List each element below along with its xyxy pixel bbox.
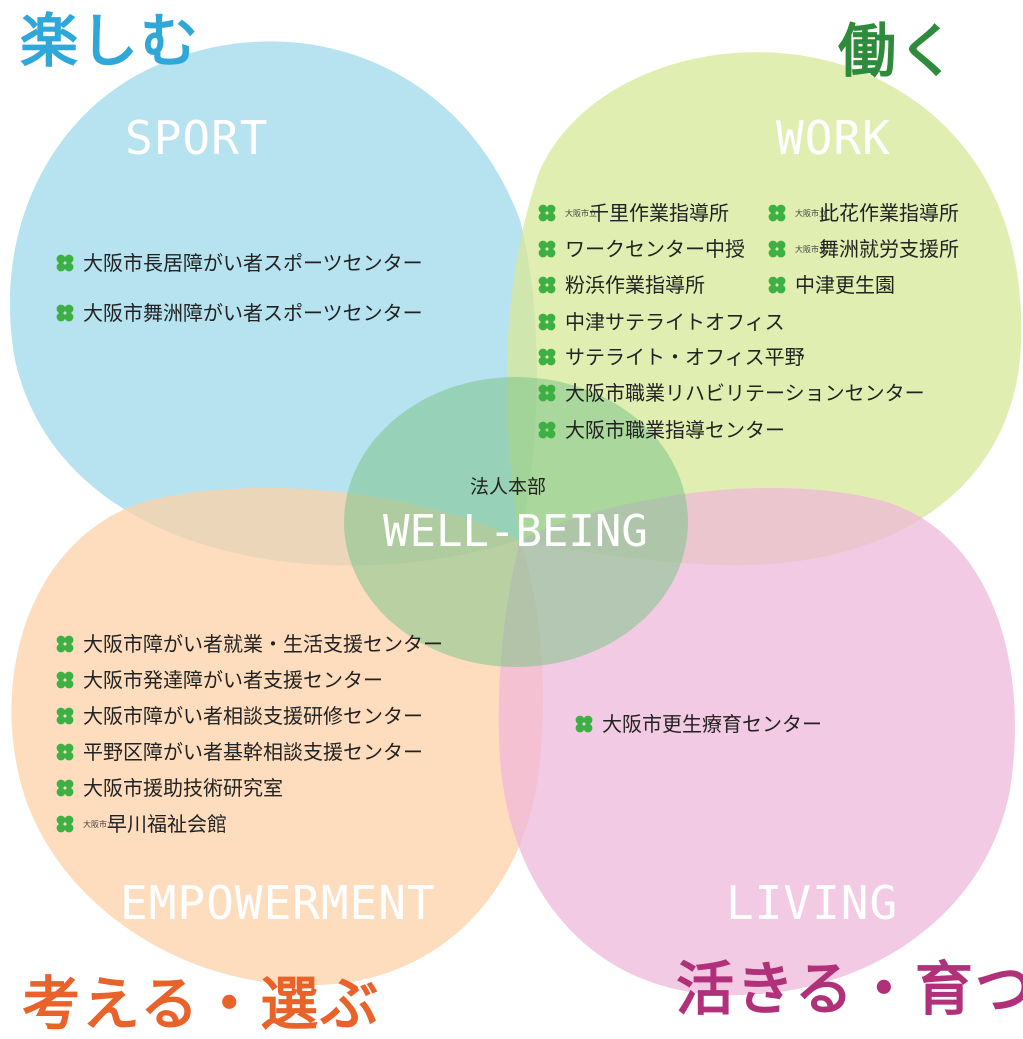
item-text: 大阪市発達障がい者支援センター	[83, 668, 383, 692]
center-label: WELL-BEING	[383, 506, 648, 557]
clover-icon	[538, 204, 556, 222]
list-item: 大阪市発達障がい者支援センター	[55, 670, 383, 690]
item-text: 大阪市職業リハビリテーションセンター	[565, 381, 925, 405]
item-text: 舞洲就労支援所	[819, 237, 959, 261]
clover-icon	[575, 715, 593, 733]
work-label: WORK	[776, 111, 891, 165]
item-text: 大阪市舞洲障がい者スポーツセンター	[83, 301, 423, 325]
municipal-tag: 大阪市立	[565, 208, 597, 218]
item-text: 大阪市障がい者就業・生活支援センター	[83, 632, 443, 656]
item-text: 千里作業指導所	[589, 201, 729, 225]
item-text: 早川福祉会館	[107, 812, 227, 836]
list-item: 大阪市舞洲障がい者スポーツセンター	[55, 303, 423, 323]
item-text: 大阪市更生療育センター	[602, 712, 822, 736]
clover-icon	[538, 384, 556, 402]
item-text: 大阪市援助技術研究室	[83, 776, 283, 800]
list-item: サテライト・オフィス平野	[537, 347, 805, 367]
list-item: 大阪市立 舞洲就労支援所	[767, 239, 959, 259]
living-heading: 活きる・育つ	[676, 955, 1023, 1023]
clover-icon	[538, 276, 556, 294]
list-item: 大阪市長居障がい者スポーツセンター	[55, 253, 423, 273]
clover-icon	[538, 313, 556, 331]
item-text: 大阪市長居障がい者スポーツセンター	[83, 251, 423, 275]
item-text: 中津サテライトオフィス	[565, 310, 785, 334]
list-item: 中津更生園	[767, 275, 895, 295]
center-title: 法人本部	[470, 476, 547, 498]
list-item: 大阪市立 千里作業指導所	[537, 203, 729, 223]
municipal-tag: 大阪市立	[83, 819, 115, 829]
list-item: ワークセンター中授	[537, 239, 745, 259]
list-item: 平野区障がい者基幹相談支援センター	[55, 742, 423, 762]
empowerment-heading: 考える・選ぶ	[22, 970, 381, 1038]
municipal-tag: 大阪市立	[795, 244, 827, 254]
clover-icon	[538, 348, 556, 366]
clover-icon	[56, 779, 74, 797]
item-text: ワークセンター中授	[565, 237, 745, 261]
well-being-circle	[344, 377, 688, 667]
clover-icon	[56, 743, 74, 761]
clover-icon	[768, 276, 786, 294]
list-item: 大阪市更生療育センター	[574, 714, 822, 734]
item-text: 大阪市障がい者相談支援研修センター	[83, 704, 423, 728]
item-text: 此花作業指導所	[819, 201, 959, 225]
work-heading: 働く	[838, 17, 959, 85]
clover-icon	[56, 707, 74, 725]
clover-icon	[768, 204, 786, 222]
list-item: 大阪市職業リハビリテーションセンター	[537, 383, 925, 403]
list-item: 中津サテライトオフィス	[537, 312, 785, 332]
list-item: 大阪市障がい者相談支援研修センター	[55, 706, 423, 726]
list-item: 大阪市職業指導センター	[537, 420, 785, 440]
clover-icon	[56, 304, 74, 322]
living-label: LIVING	[726, 876, 899, 930]
item-text: 大阪市職業指導センター	[565, 418, 785, 442]
list-item: 粉浜作業指導所	[537, 275, 705, 295]
item-text: 平野区障がい者基幹相談支援センター	[83, 740, 423, 764]
sport-label: SPORT	[125, 111, 269, 165]
list-item: 大阪市立 早川福祉会館	[55, 814, 227, 834]
clover-icon	[538, 240, 556, 258]
item-text: サテライト・オフィス平野	[565, 345, 805, 369]
list-item: 大阪市障がい者就業・生活支援センター	[55, 634, 443, 654]
clover-icon	[56, 635, 74, 653]
clover-icon	[56, 254, 74, 272]
empowerment-label: EMPOWERMENT	[120, 876, 436, 930]
clover-icon	[538, 421, 556, 439]
list-item: 大阪市援助技術研究室	[55, 778, 283, 798]
list-item: 大阪市立 此花作業指導所	[767, 203, 959, 223]
clover-icon	[768, 240, 786, 258]
item-text: 粉浜作業指導所	[565, 273, 705, 297]
clover-icon	[56, 671, 74, 689]
item-text: 中津更生園	[795, 273, 895, 297]
sport-heading: 楽しむ	[20, 7, 201, 75]
municipal-tag: 大阪市立	[795, 208, 827, 218]
clover-icon	[56, 815, 74, 833]
